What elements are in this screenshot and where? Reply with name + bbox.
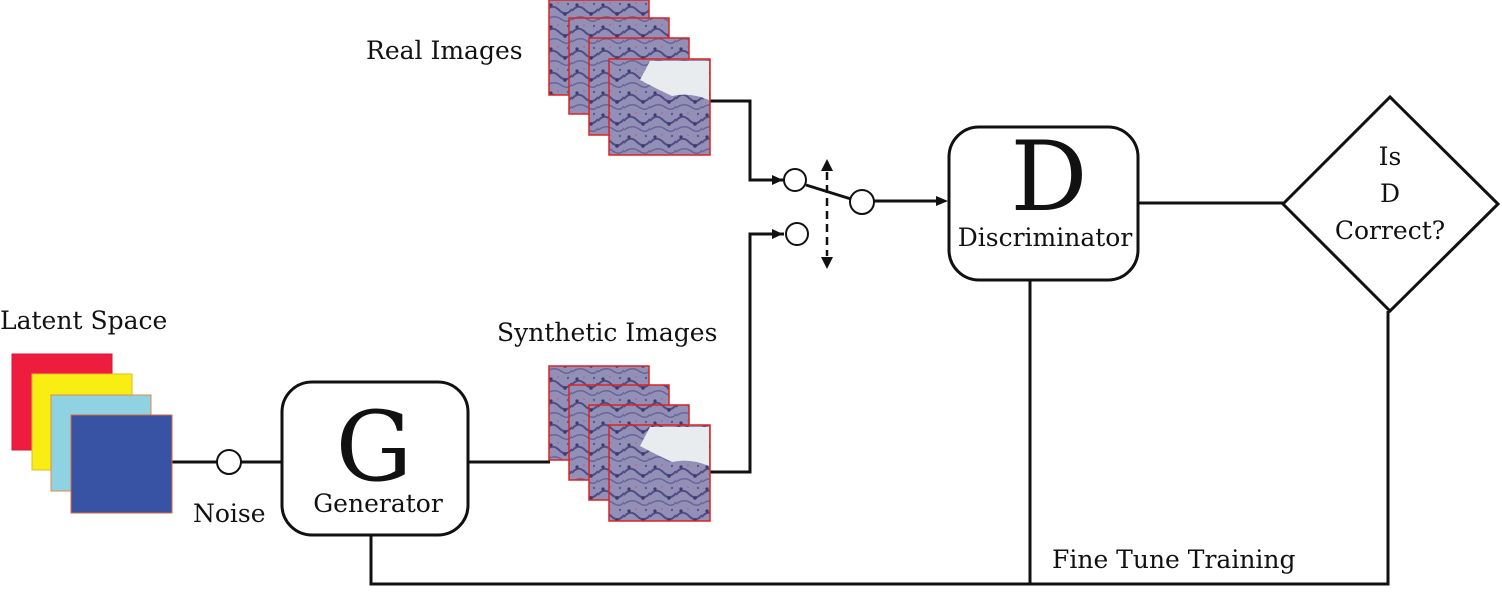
wire-switch-lever [805, 183, 852, 201]
switch-arrow-down-icon [821, 257, 833, 269]
latent-space-stack [11, 353, 173, 514]
switch-arrow-up-icon [821, 159, 833, 171]
synthetic-images-stack [548, 365, 711, 522]
switch-toggle [821, 159, 833, 269]
real-images-label: Real Images [366, 36, 523, 65]
decision-line-1: Is [1379, 142, 1402, 171]
discriminator-label: Discriminator [958, 223, 1133, 252]
decision-block: Is D Correct? [1280, 94, 1501, 314]
decision-line-2: D [1380, 179, 1400, 208]
switch-node-output [849, 189, 875, 215]
wire-feedback-loop [369, 281, 1390, 586]
discriminator-block: D Discriminator [947, 121, 1140, 282]
noise-node [216, 449, 242, 475]
latent-layer-blue [70, 414, 173, 514]
generator-letter: G [336, 391, 413, 503]
connection-lines [172, 99, 1390, 586]
generator-box [280, 380, 470, 537]
noise-label: Noise [193, 499, 266, 528]
discriminator-box [947, 125, 1140, 282]
switch-node-real [783, 168, 807, 192]
arrow-synthetic-switch [772, 229, 783, 239]
fine-tune-training-label: Fine Tune Training [1052, 545, 1296, 574]
decision-diamond [1280, 94, 1501, 314]
synthetic-images-label: Synthetic Images [497, 318, 717, 347]
synthetic-image-background [640, 427, 709, 466]
latent-space-label: Latent Space [0, 306, 167, 335]
discriminator-letter: D [1011, 121, 1088, 233]
decision-line-3: Correct? [1335, 216, 1445, 245]
arrow-into-discriminator [936, 196, 948, 206]
arrow-real-switch [772, 175, 783, 185]
wire-real-to-switch [710, 99, 784, 182]
wire-synthetic-to-switch [710, 232, 784, 474]
real-images-stack [548, 0, 711, 156]
switch-node-synthetic [785, 222, 809, 246]
real-image-background [640, 61, 709, 100]
generator-block: G Generator [280, 380, 470, 537]
generator-label: Generator [313, 489, 443, 518]
arrowheads [772, 175, 948, 239]
